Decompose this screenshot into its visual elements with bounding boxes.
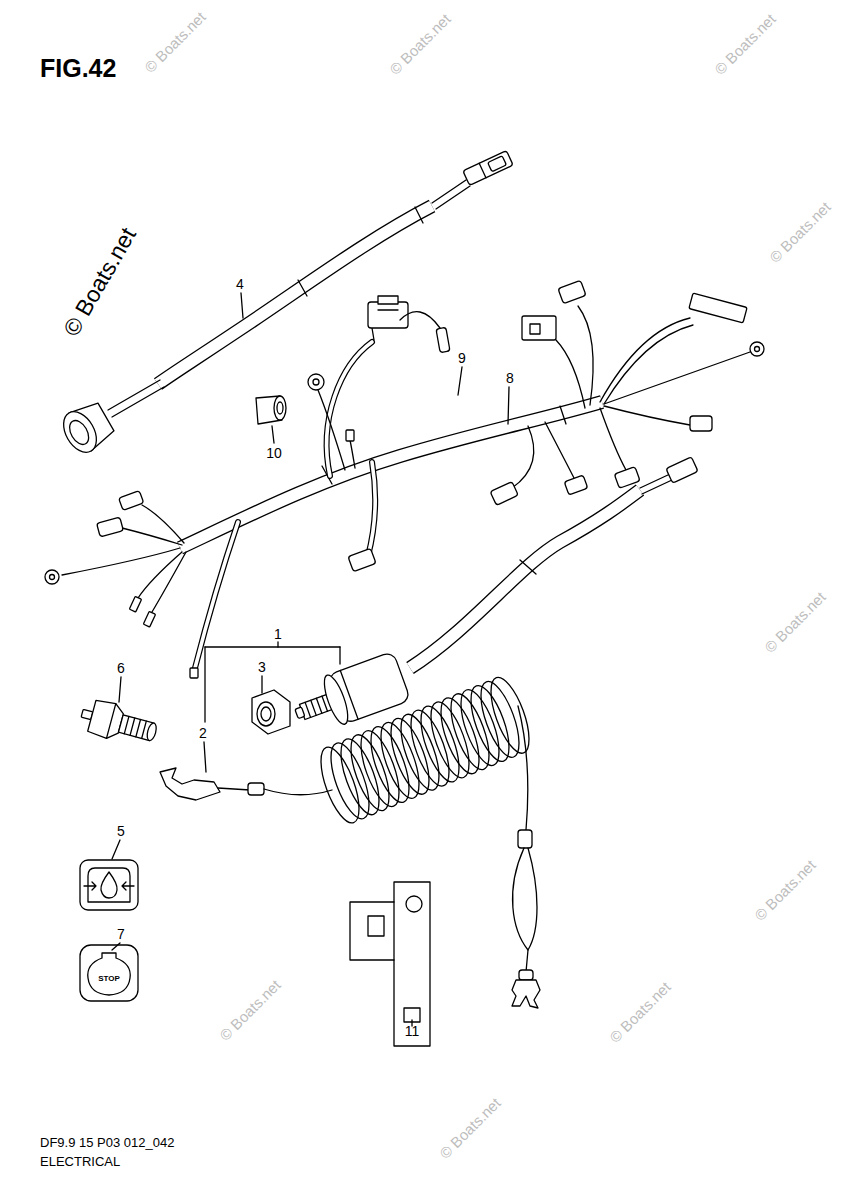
drawing-code: DF9.9 15 P03 012_042 [40, 1136, 174, 1149]
watermark: © Boats.net [437, 1095, 503, 1161]
leader-lines [112, 293, 509, 1026]
watermark: © Boats.net [767, 199, 833, 265]
watermark: © Boats.net [752, 857, 818, 923]
sensor-part-6 [77, 696, 160, 750]
cable-part-4 [57, 151, 513, 458]
callout-number: 8 [506, 371, 514, 385]
watermark: © Boats.net [712, 11, 778, 77]
section-name: ELECTRICAL [40, 1155, 120, 1168]
stop-icon-part-7 [80, 945, 138, 1001]
callout-number: 10 [266, 446, 282, 460]
switch-cable [410, 457, 698, 668]
bracket-part-11 [350, 882, 430, 1046]
watermark: © Boats.net [217, 977, 283, 1043]
callout-number: 3 [258, 660, 266, 674]
callout-number: 4 [236, 277, 244, 291]
watermark: © Boats.net [387, 11, 453, 77]
oil-icon-part-5 [80, 860, 138, 910]
callout-number: 5 [117, 824, 125, 838]
callout-number: 1 [274, 627, 282, 641]
watermark: © Boats.net [60, 224, 140, 340]
grommet-part-10 [256, 396, 286, 424]
harness-part-8 [45, 280, 764, 678]
icon-text: STOP [98, 975, 120, 983]
watermark: © Boats.net [142, 9, 208, 75]
callout-number: 9 [458, 351, 466, 365]
nut-part-3 [252, 690, 290, 734]
callout-number: 11 [405, 1024, 420, 1038]
watermark: © Boats.net [607, 979, 673, 1045]
callout-number: 2 [199, 726, 207, 740]
figure-title: FIG.42 [40, 56, 116, 81]
callout-number: 7 [117, 927, 125, 941]
watermark: © Boats.net [762, 589, 828, 655]
callout-number: 6 [117, 661, 125, 675]
